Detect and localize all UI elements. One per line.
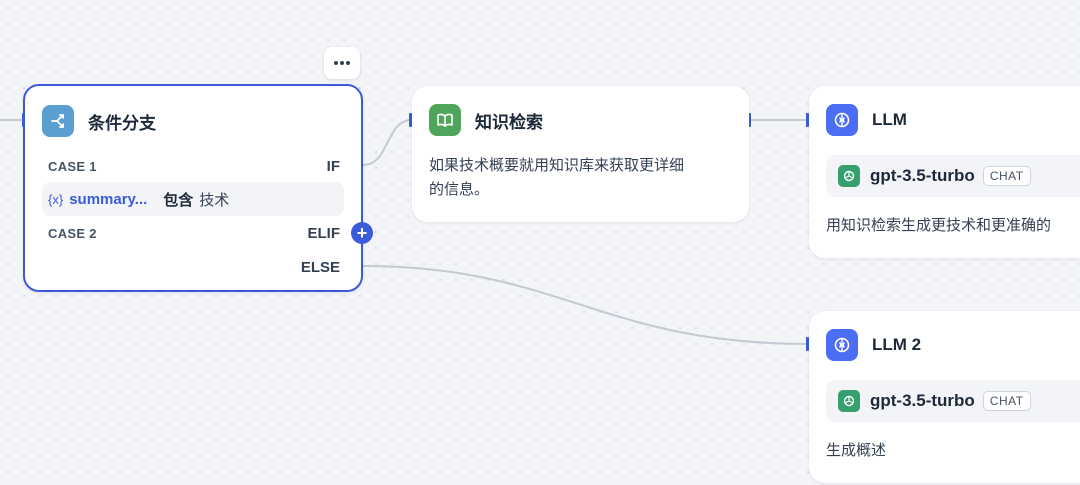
variable-icon: {x}: [48, 191, 64, 207]
llm2-input-handle[interactable]: [806, 337, 809, 351]
more-options-button[interactable]: [324, 47, 360, 79]
llm-node-description: 用知识检索生成更技术和更准确的: [826, 217, 1052, 234]
description-line-2: 的信息。: [429, 181, 490, 198]
brain-icon: [826, 329, 858, 361]
edge-else-to-llm2: [362, 265, 810, 345]
llm-node[interactable]: LLM gpt-3.5-turbo CHAT 用知识检索生成更技术和更准确的: [809, 86, 1080, 258]
knowledge-node-description: 如果技术概要就用知识库来获取更详细 的信息。: [429, 154, 684, 202]
branch-icon: [42, 105, 74, 137]
condition-operator[interactable]: 包含: [163, 191, 194, 209]
case-1-label: CASE 1: [48, 159, 97, 174]
else-branch-label: ELSE: [300, 259, 340, 276]
edge-if-to-knowledge: [362, 119, 413, 166]
knowledge-output-handle[interactable]: [748, 113, 751, 127]
model-selector[interactable]: gpt-3.5-turbo CHAT: [826, 155, 1080, 197]
knowledge-retrieval-node[interactable]: 知识检索 如果技术概要就用知识库来获取更详细 的信息。: [412, 86, 749, 222]
variable-name: summary...: [69, 190, 148, 208]
brain-icon: [826, 104, 858, 136]
openai-icon: [838, 390, 860, 412]
llm-input-handle[interactable]: [806, 113, 809, 127]
elif-branch-label: ELIF: [307, 225, 341, 242]
if-branch-label: IF: [326, 158, 340, 175]
condition-node-header: 条件分支: [42, 105, 156, 137]
model-mode-badge: CHAT: [982, 166, 1031, 186]
condition-node[interactable]: 条件分支 CASE 1 IF {x} summary... 包含 技术 CASE…: [23, 84, 363, 292]
variable-chip[interactable]: {x} summary...: [48, 191, 147, 208]
llm-node-title: LLM: [872, 110, 907, 129]
book-icon: [429, 104, 461, 136]
knowledge-node-header: 知识检索: [429, 104, 543, 136]
condition-row[interactable]: {x} summary... 包含 技术: [42, 182, 344, 216]
model-mode-badge: CHAT: [982, 391, 1031, 411]
case-2-label: CASE 2: [48, 226, 97, 241]
model-selector[interactable]: gpt-3.5-turbo CHAT: [826, 380, 1080, 422]
knowledge-input-handle[interactable]: [409, 113, 412, 127]
knowledge-node-title: 知识检索: [475, 112, 543, 132]
condition-node-title: 条件分支: [88, 113, 156, 133]
llm2-node-title: LLM 2: [872, 335, 922, 354]
add-branch-button[interactable]: +: [351, 222, 373, 244]
model-name: gpt-3.5-turbo: [870, 166, 975, 185]
openai-icon: [838, 165, 860, 187]
llm2-node[interactable]: LLM 2 gpt-3.5-turbo CHAT 生成概述: [809, 311, 1080, 483]
llm2-node-header: LLM 2: [826, 329, 921, 361]
llm-node-header: LLM: [826, 104, 907, 136]
condition-value[interactable]: 技术: [199, 191, 230, 209]
description-line-1: 如果技术概要就用知识库来获取更详细: [429, 157, 685, 174]
more-icon: [334, 61, 350, 65]
llm2-node-description: 生成概述: [826, 442, 887, 459]
model-name: gpt-3.5-turbo: [870, 391, 975, 410]
